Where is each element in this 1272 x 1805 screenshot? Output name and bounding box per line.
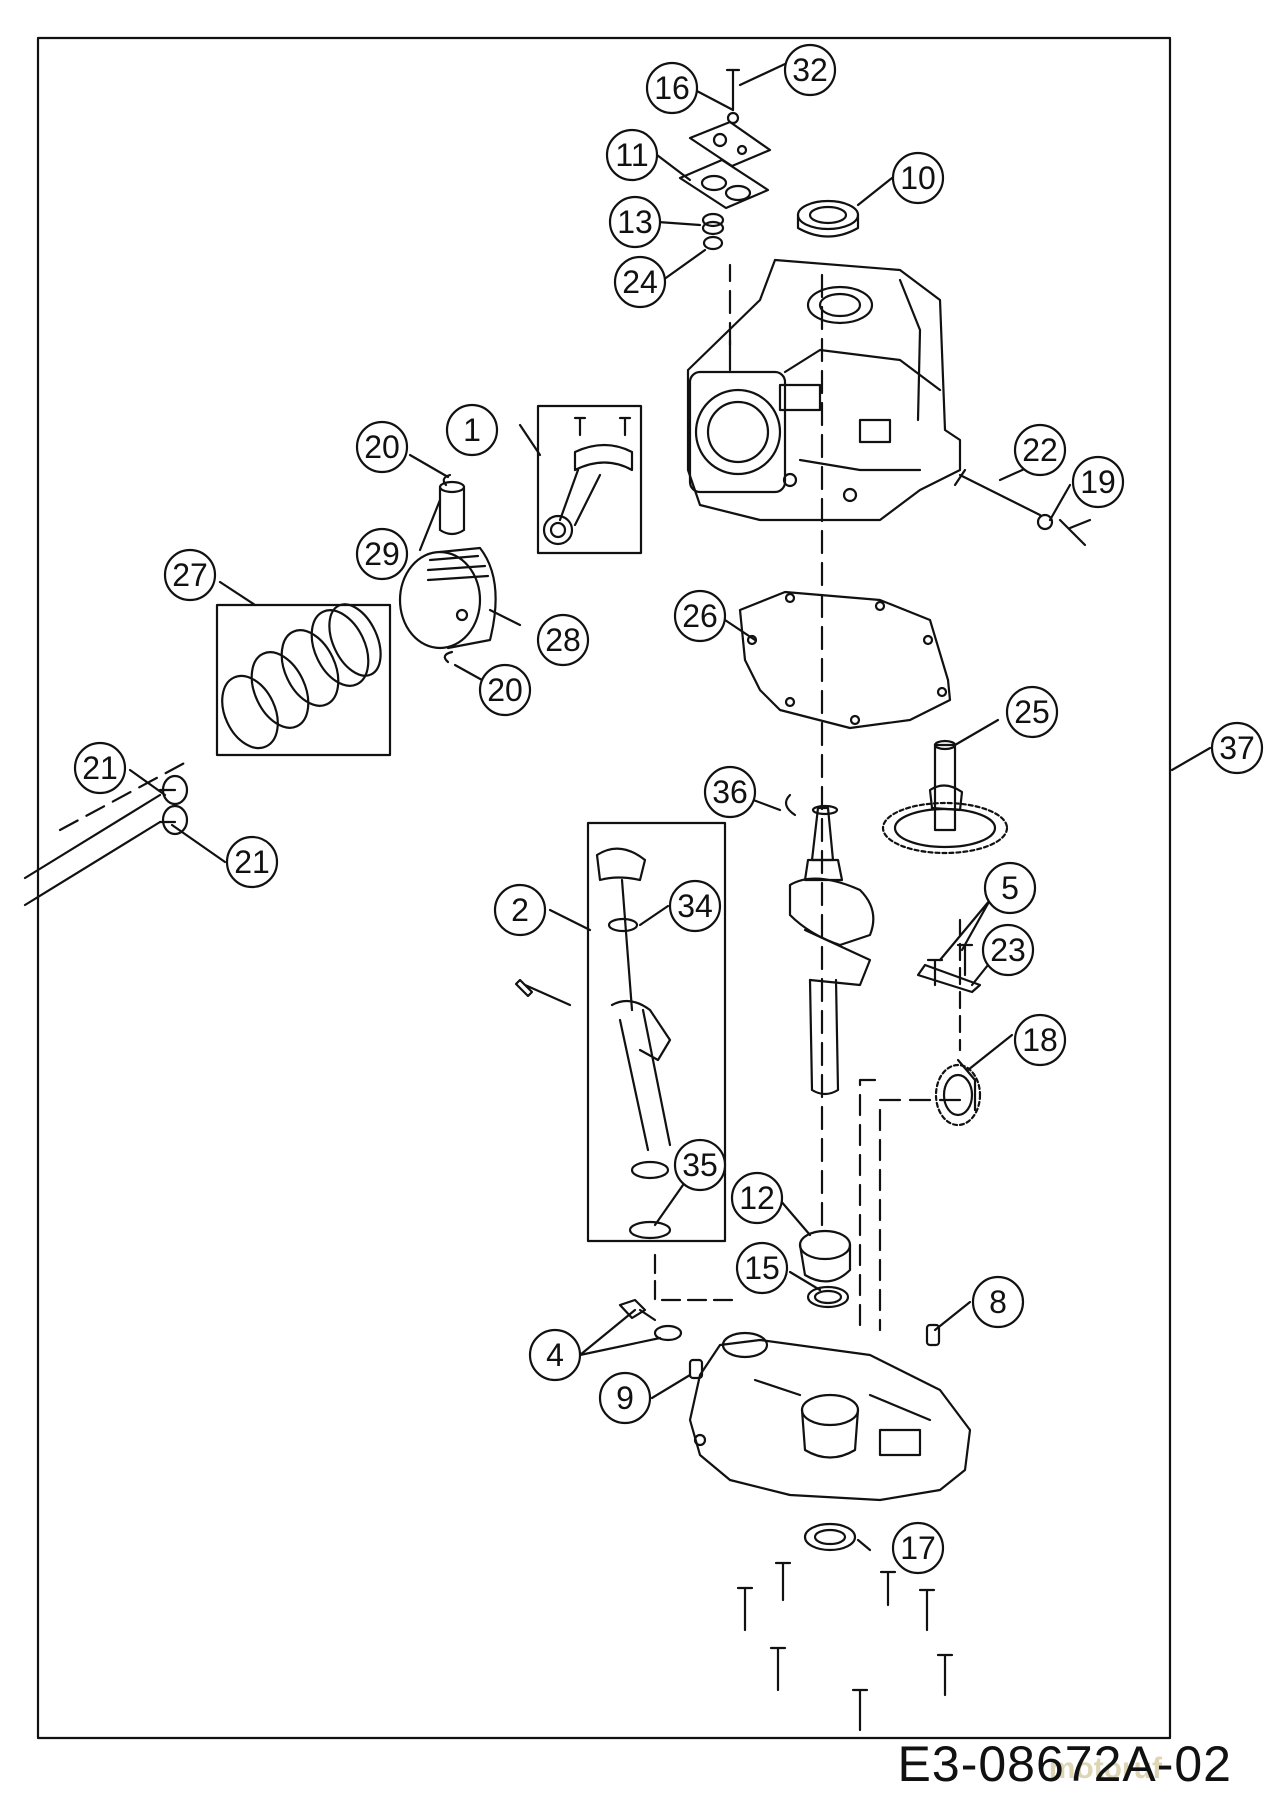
dowel-pin-2 — [688, 1358, 704, 1380]
governor-gear — [934, 1058, 982, 1127]
piston — [398, 546, 497, 650]
diagram-border — [36, 36, 1172, 1740]
callout-circle — [445, 403, 499, 457]
callout-circle — [783, 43, 837, 97]
callout-label-32: 32 — [792, 52, 828, 88]
camshaft-gear — [881, 739, 1009, 855]
callout-label-8: 8 — [989, 1284, 1007, 1320]
callout-circle — [673, 1138, 727, 1192]
piston-pin — [438, 473, 466, 664]
callout-label-11: 11 — [615, 137, 648, 173]
oil-pump-gear — [798, 1229, 852, 1309]
bolt — [514, 978, 572, 1007]
callout-label-12: 12 — [739, 1180, 775, 1216]
callout-circle — [613, 255, 667, 309]
callout-circle — [493, 883, 547, 937]
governor-shaft — [953, 468, 1092, 547]
callout-circle — [891, 1521, 945, 1575]
callout-circle — [1210, 721, 1264, 775]
oil-seal-bottom — [803, 1522, 857, 1552]
callout-label-34: 34 — [677, 888, 713, 924]
callout-label-21: 21 — [234, 844, 270, 880]
callout-circle — [528, 1328, 582, 1382]
callout-circle — [608, 195, 662, 249]
callout-label-18: 18 — [1022, 1022, 1058, 1058]
callout-label-24: 24 — [622, 264, 658, 300]
callout-circle — [703, 765, 757, 819]
callout-circle — [1071, 455, 1125, 509]
callout-circle — [668, 879, 722, 933]
cylinder-block — [686, 258, 962, 522]
dowel-pin — [925, 1323, 941, 1347]
callout-circle — [1013, 1013, 1067, 1067]
callout-label-20: 20 — [364, 429, 400, 465]
drain-plug — [618, 1298, 683, 1342]
oil-seal-top — [796, 199, 860, 238]
leader-lines — [128, 62, 1212, 1552]
callout-circle — [225, 835, 279, 889]
callout-label-26: 26 — [682, 598, 718, 634]
callout-circle — [673, 589, 727, 643]
callout-label-19: 19 — [1080, 464, 1116, 500]
callout-circle — [981, 923, 1035, 977]
callout-circle — [971, 1275, 1025, 1329]
callout-circle — [1013, 423, 1067, 477]
governor-plate-bolts — [916, 943, 982, 994]
callout-label-15: 15 — [744, 1250, 780, 1286]
breather-cover — [678, 68, 772, 251]
callout-circle — [73, 741, 127, 795]
crankcase-cover — [688, 1331, 972, 1502]
callout-label-10: 10 — [900, 160, 936, 196]
callout-label-16: 16 — [654, 70, 690, 106]
callout-label-22: 22 — [1022, 432, 1058, 468]
callout-label-2: 2 — [511, 892, 529, 928]
crankcase-gasket — [738, 590, 952, 730]
callout-label-13: 13 — [617, 204, 653, 240]
callout-label-27: 27 — [172, 557, 208, 593]
callout-label-25: 25 — [1014, 694, 1050, 730]
callout-label-21: 21 — [82, 750, 118, 786]
dipstick-kit — [586, 821, 727, 1243]
callout-label-4: 4 — [546, 1337, 564, 1373]
connecting-rod-kit — [536, 404, 643, 555]
callout-label-1: 1 — [463, 412, 481, 448]
callout-circle — [1005, 685, 1059, 739]
callout-label-5: 5 — [1001, 870, 1019, 906]
callout-circle — [891, 151, 945, 205]
callout-circle — [645, 61, 699, 115]
callout-label-9: 9 — [616, 1380, 634, 1416]
callout-circle — [355, 420, 409, 474]
crankshaft — [784, 793, 875, 1096]
callout-circle — [598, 1371, 652, 1425]
piston-ring-set — [215, 603, 392, 757]
callout-label-35: 35 — [682, 1147, 718, 1183]
callout-circle — [605, 128, 659, 182]
callout-label-28: 28 — [545, 622, 581, 658]
callout-circle — [735, 1241, 789, 1295]
callout-label-20: 20 — [487, 672, 523, 708]
callout-circle — [478, 663, 532, 717]
callout-label-36: 36 — [712, 774, 748, 810]
watermark-text: motoruf — [1048, 1752, 1162, 1785]
callout-circle — [536, 613, 590, 667]
callout-circle — [163, 548, 217, 602]
callout-circle — [730, 1171, 784, 1225]
callout-label-37: 37 — [1219, 730, 1255, 766]
document-code: E3-08672A-02 — [897, 1736, 1232, 1792]
cover-screws — [736, 1561, 954, 1732]
callout-label-17: 17 — [900, 1530, 936, 1566]
callout-label-29: 29 — [364, 536, 400, 572]
callout-circle — [983, 861, 1037, 915]
callout-circle — [355, 527, 409, 581]
callout-layer: 1245891011121315161718192020212122232425… — [73, 43, 1264, 1575]
valves — [23, 774, 189, 907]
callout-label-23: 23 — [990, 932, 1026, 968]
